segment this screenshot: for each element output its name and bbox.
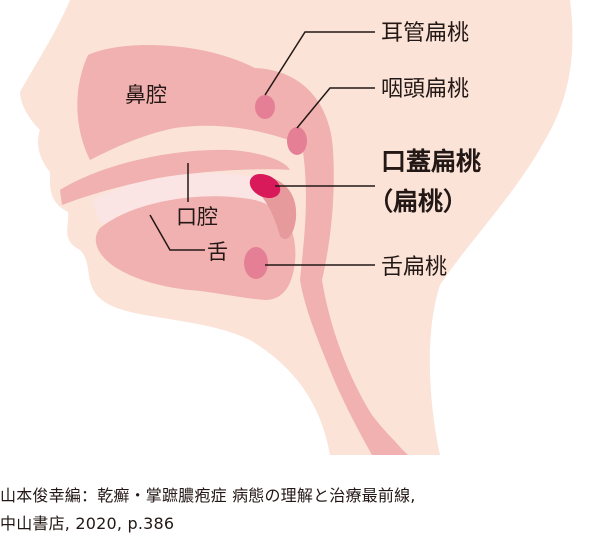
citation-line-1: 山本俊幸編：乾癬・掌蹠膿疱症 病態の理解と治療最前線, <box>0 486 416 505</box>
lingual-tonsil <box>244 247 268 279</box>
tubal-tonsil <box>255 95 275 119</box>
oral-cavity-label: 口腔 <box>176 205 218 229</box>
palatine-tonsil-label: 口蓋扁桃 <box>381 147 481 176</box>
tongue-label: 舌 <box>207 240 228 264</box>
leader-tongue <box>149 214 205 251</box>
tongue-region <box>95 196 296 300</box>
palatine-tonsil-alt-label: （扁桃） <box>368 187 468 216</box>
tubal-tonsil-label: 耳管扁桃 <box>381 21 469 46</box>
pharynx-esophagus <box>300 280 410 455</box>
lingual-tonsil-label: 舌扁桃 <box>381 255 447 280</box>
palatine-tonsil <box>249 173 281 199</box>
pharyngeal-tonsil <box>287 127 307 155</box>
nasopharynx-wall <box>255 68 334 280</box>
hard-palate <box>60 149 290 205</box>
leader-pharyngeal-tonsil <box>296 87 375 129</box>
citation-line-2: 中山書店, 2020, p.386 <box>0 514 175 533</box>
leader-tubal-tonsil <box>264 31 375 96</box>
pharyngeal-tonsil-label: 咽頭扁桃 <box>381 77 469 102</box>
nasal-cavity-region <box>77 45 303 160</box>
leader-lines <box>149 31 375 266</box>
nasal-cavity-label: 鼻腔 <box>125 83 167 107</box>
